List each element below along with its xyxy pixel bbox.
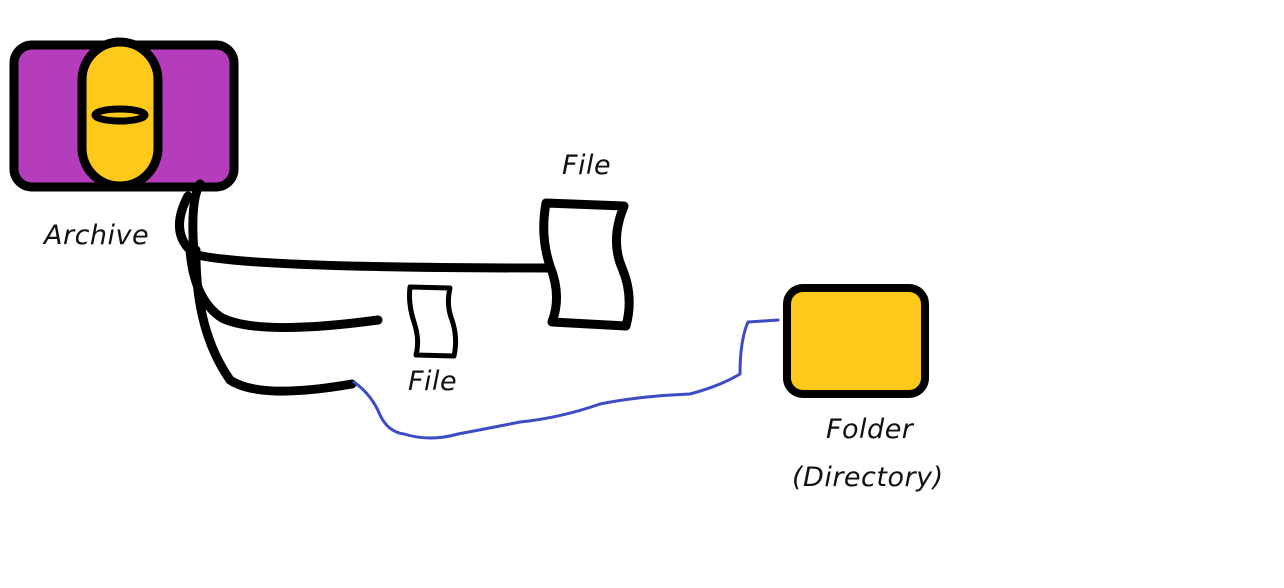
connector-to-file-large bbox=[188, 179, 553, 273]
directory-label: (Directory) bbox=[792, 462, 944, 493]
archive-icon bbox=[9, 37, 239, 192]
folder-link-line bbox=[352, 318, 780, 440]
connector-to-file-small bbox=[175, 191, 383, 333]
file-icon bbox=[539, 198, 634, 331]
archive-connectors bbox=[175, 179, 553, 396]
file-icon bbox=[407, 284, 459, 359]
connector-to-folder bbox=[191, 245, 357, 396]
file-label: File bbox=[562, 150, 612, 181]
file-label: File bbox=[408, 366, 458, 397]
folder-label: Folder bbox=[826, 414, 914, 445]
archive-label: Archive bbox=[44, 220, 150, 251]
folder-icon bbox=[783, 284, 929, 398]
